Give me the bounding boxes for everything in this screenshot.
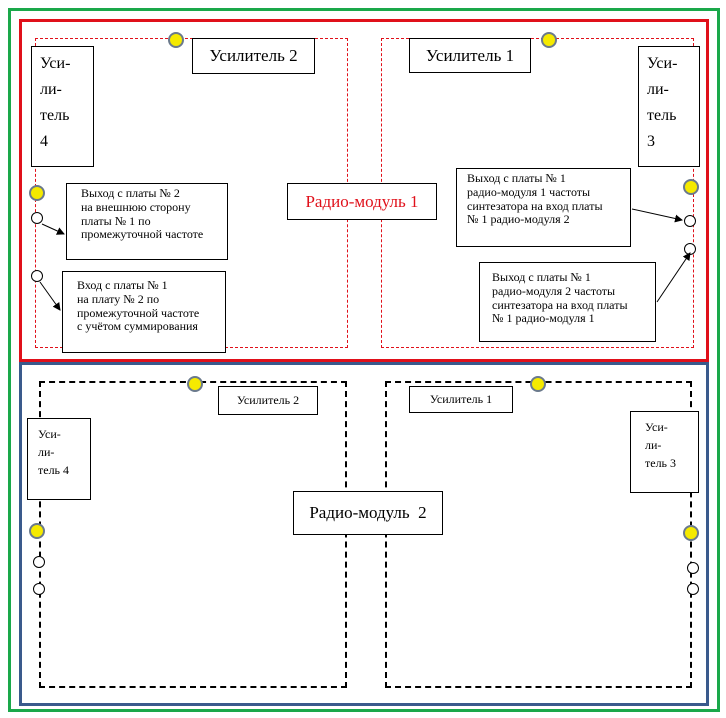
- arrow-right-bottom: [656, 252, 691, 303]
- amp3-line: 3: [647, 133, 655, 150]
- module2-amplifier-4: Уси- ли- тель 4: [27, 418, 91, 500]
- note-line: с учётом суммирования: [77, 319, 198, 334]
- amp4-line: ли-: [40, 81, 62, 98]
- module1-amplifier-4: Уси- ли- тель 4: [31, 46, 94, 167]
- arrow-left-bottom: [39, 281, 61, 311]
- module2-connector-right: [683, 525, 699, 541]
- note-line: радио-модуля 1 частоты: [467, 184, 591, 199]
- module1-port-left-1: [31, 212, 43, 224]
- module2-port-right-2: [687, 583, 699, 595]
- note-line: Выход с платы № 1: [467, 171, 566, 185]
- module1-amplifier-3: Уси- ли- тель 3: [638, 46, 700, 167]
- amp3-line: ли-: [647, 81, 669, 98]
- amp3-line: тель 3: [645, 456, 677, 470]
- note-line: промежуточной частоте: [77, 305, 200, 320]
- note-line: Выход с платы № 2: [81, 186, 180, 200]
- note-line: на плату № 2 по: [77, 291, 160, 306]
- amp4-line: ли-: [38, 445, 55, 459]
- note-line: платы № 1 по: [81, 213, 151, 228]
- module2-port-left-1: [33, 556, 45, 568]
- module2-title-text: Радио-модуль 2: [309, 503, 427, 523]
- note-synth-output-module2: Выход с платы № 1 радио-модуля 2 частоты…: [479, 262, 656, 342]
- note-line: промежуточной частоте: [81, 227, 204, 242]
- note-line: синтезатора на вход платы: [492, 297, 628, 312]
- module1-connector-top-left: [168, 32, 184, 48]
- note-line: № 1 радио-модуля 2: [467, 212, 570, 227]
- arrow-left-top: [41, 223, 65, 235]
- amp3-line: тель: [647, 107, 677, 124]
- note-line: радио-модуля 2 частоты: [492, 283, 616, 298]
- note-line: Вход с платы № 1: [77, 278, 168, 292]
- module1-amplifier-1: Усилитель 1: [409, 38, 531, 73]
- note-input-board2: Вход с платы № 1 на плату № 2 по промежу…: [62, 271, 226, 353]
- module1-amplifier-2: Усилитель 2: [192, 38, 315, 74]
- amp4-line: 4: [40, 133, 48, 150]
- module2-amplifier-2-label: Усилитель 2: [236, 392, 300, 407]
- note-output-board2: Выход с платы № 2 на внешнюю сторону пла…: [66, 183, 228, 260]
- amp3-line: ли-: [645, 438, 662, 452]
- module2-port-right-1: [687, 562, 699, 574]
- module2-amplifier-1: Усилитель 1: [409, 386, 513, 413]
- radio-module-1-frame: [19, 19, 709, 362]
- module1-amplifier-1-label: Усилитель 1: [425, 45, 515, 65]
- module1-port-right-1: [684, 215, 696, 227]
- amp4-line: Уси-: [38, 427, 61, 441]
- module1-title-text: Радио-модуль 1: [305, 191, 419, 211]
- note-line: № 1 радио-модуля 1: [492, 311, 595, 326]
- module1-connector-top-right: [541, 32, 557, 48]
- module2-amplifier-1-label: Усилитель 1: [429, 391, 493, 406]
- note-line: синтезатора на вход платы: [467, 198, 603, 213]
- amp4-line: тель 4: [38, 463, 70, 477]
- note-line: на внешнюю сторону: [81, 199, 191, 214]
- arrow-right-top: [631, 208, 683, 223]
- amp4-line: тель: [40, 107, 70, 124]
- outer-frame: [8, 8, 720, 712]
- amp3-line: Уси-: [647, 55, 678, 72]
- module2-port-left-2: [33, 583, 45, 595]
- module2-connector-top-right: [530, 376, 546, 392]
- module1-connector-left: [29, 185, 45, 201]
- note-line: Выход с платы № 1: [492, 270, 591, 284]
- note-synth-output-module1: Выход с платы № 1 радио-модуля 1 частоты…: [456, 168, 631, 247]
- module2-connector-left: [29, 523, 45, 539]
- module2-amplifier-2: Усилитель 2: [218, 386, 318, 415]
- module2-amplifier-3: Уси- ли- тель 3: [630, 411, 699, 493]
- radio-module-2-frame: [19, 362, 709, 706]
- module1-title: Радио-модуль 1: [287, 183, 437, 220]
- module2-title: Радио-модуль 2: [293, 491, 443, 535]
- module2-connector-top-left: [187, 376, 203, 392]
- amp3-line: Уси-: [645, 420, 668, 434]
- amp4-line: Уси-: [40, 55, 71, 72]
- module1-amplifier-2-label: Усилитель 2: [209, 46, 298, 66]
- module1-port-left-2: [31, 270, 43, 282]
- module1-connector-right: [683, 179, 699, 195]
